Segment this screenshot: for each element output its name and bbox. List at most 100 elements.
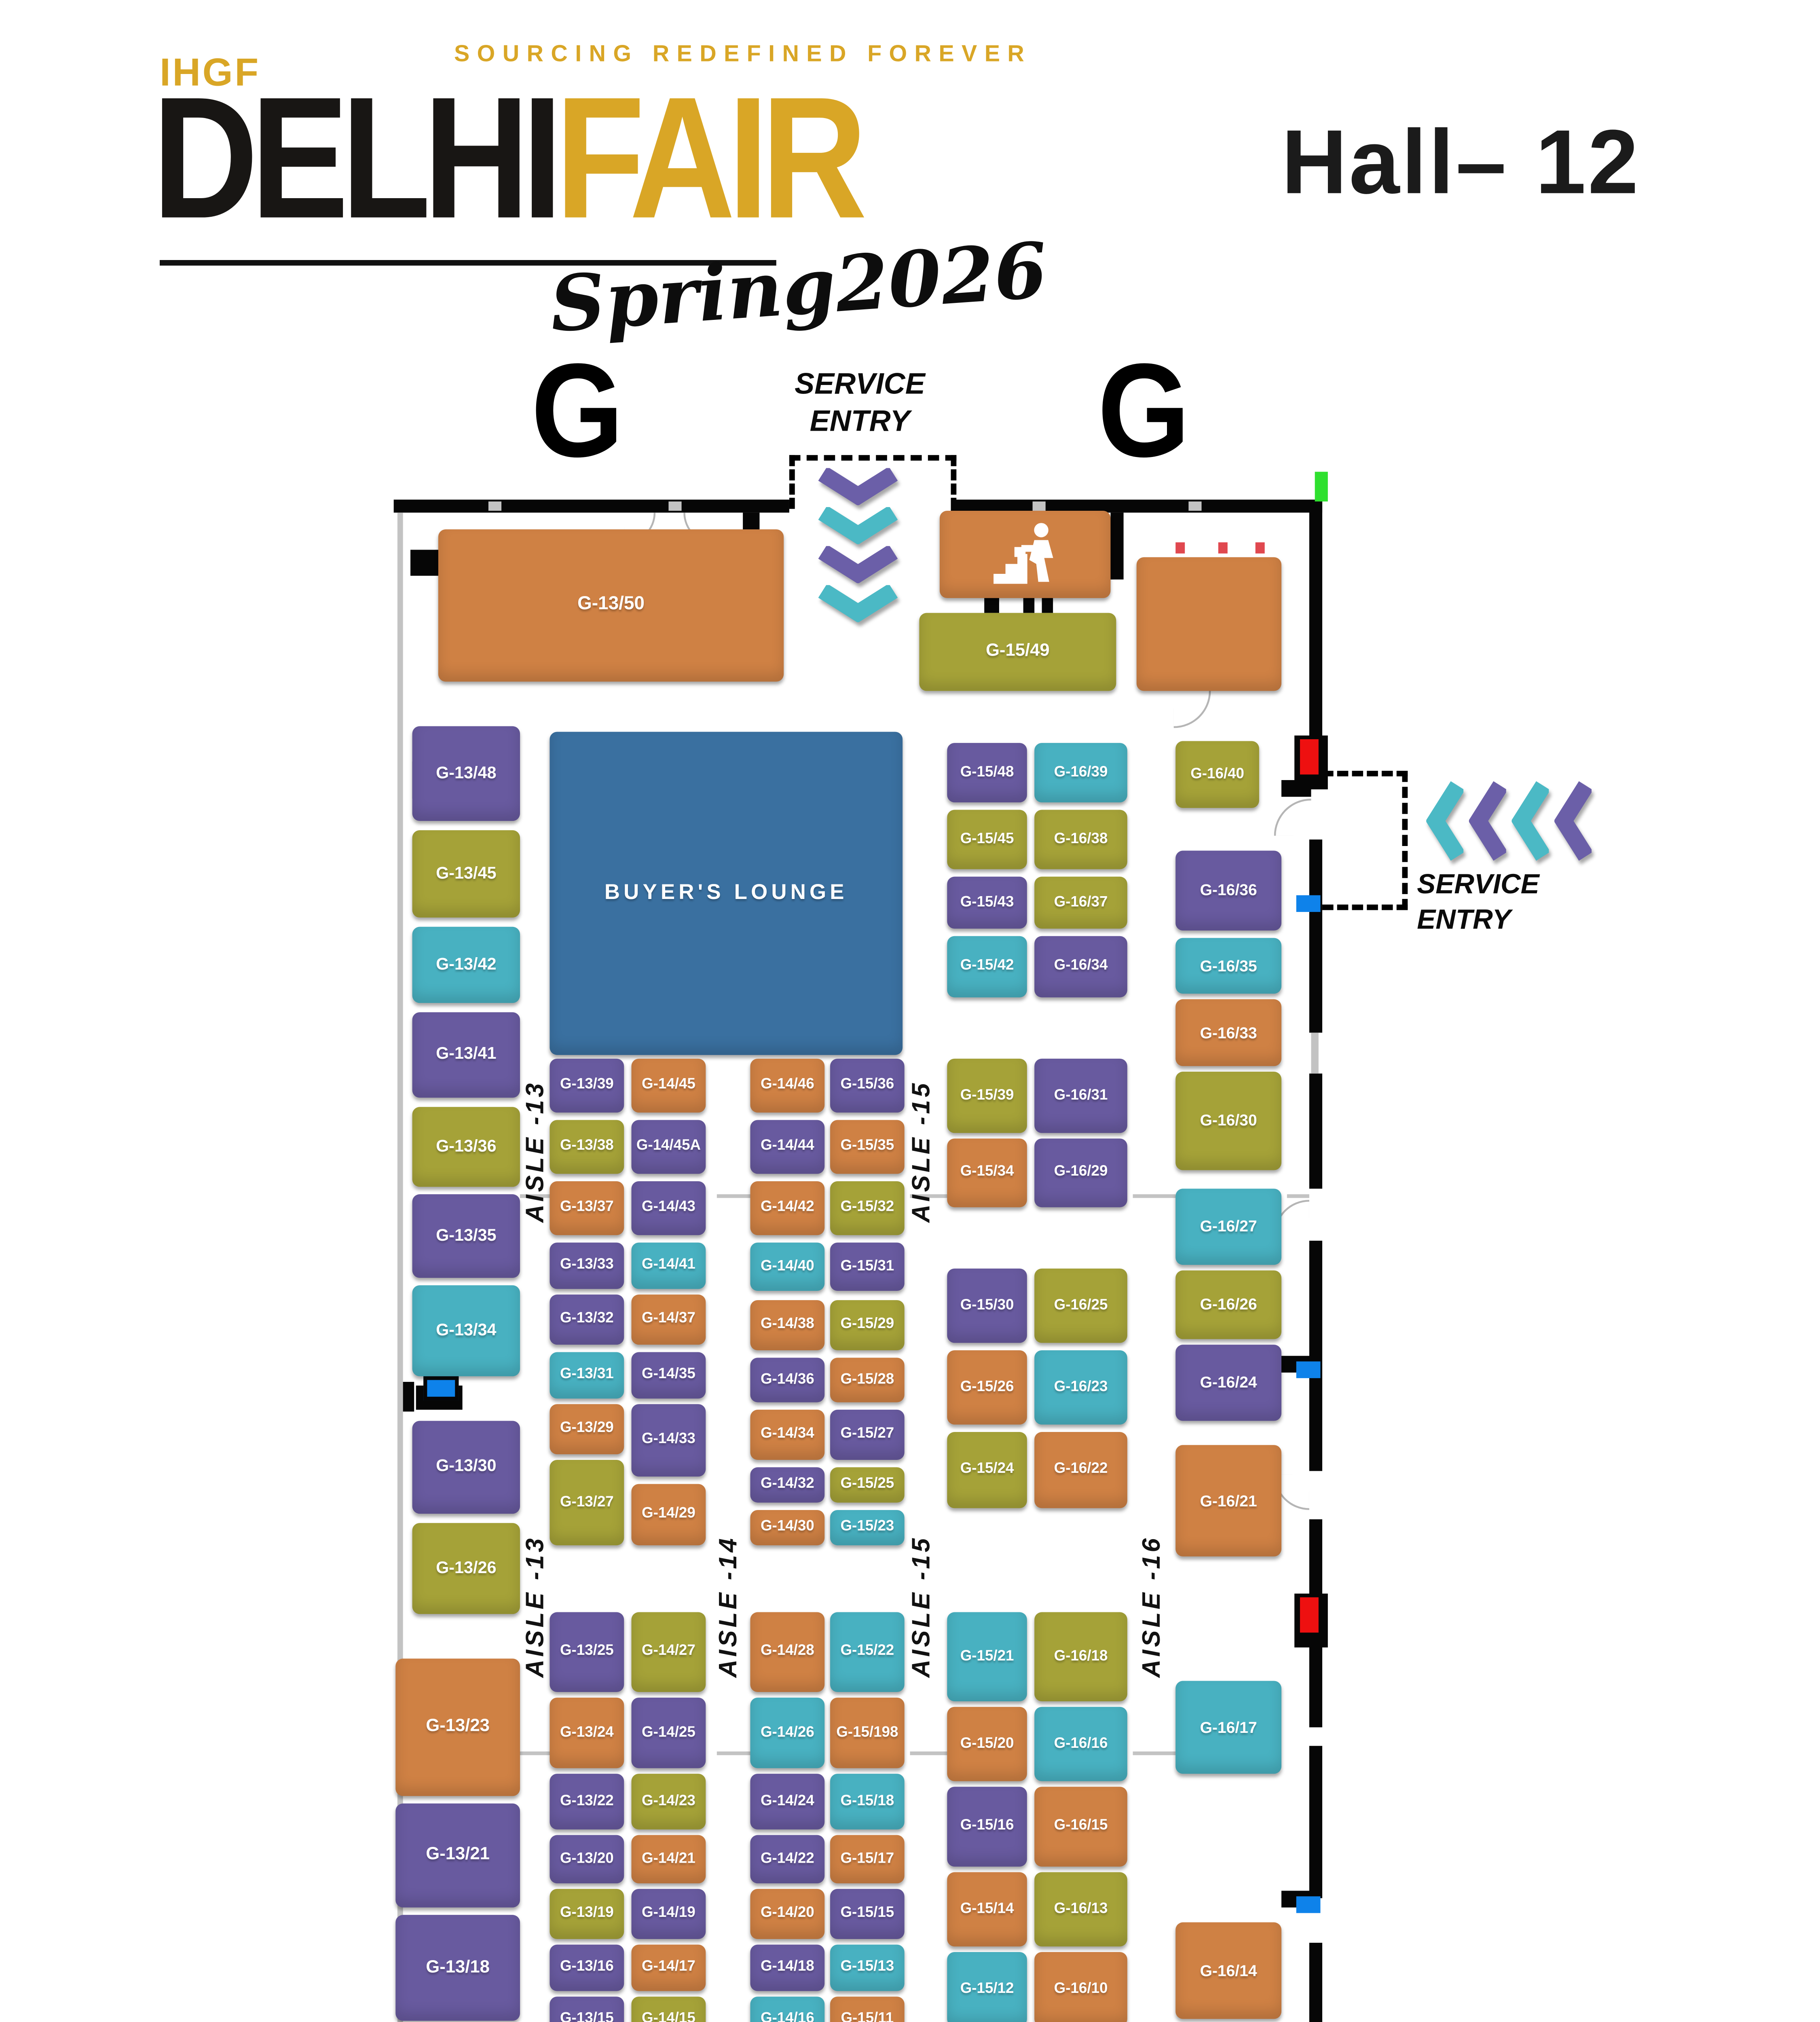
booth[interactable]: G-14/20	[750, 1889, 825, 1939]
booth[interactable]: G-15/13	[830, 1944, 905, 1991]
booth[interactable]: G-16/25	[1034, 1268, 1127, 1343]
booth[interactable]: G-15/21	[947, 1612, 1027, 1702]
booth[interactable]: G-16/15	[1034, 1787, 1127, 1867]
booth[interactable]: G-13/41	[412, 1012, 520, 1098]
booth[interactable]: G-13/16	[550, 1944, 624, 1991]
booth[interactable]: G-15/31	[830, 1242, 905, 1291]
booth[interactable]: G-14/24	[750, 1774, 825, 1830]
booth[interactable]: G-13/30	[412, 1421, 520, 1514]
booth[interactable]: G-13/32	[550, 1294, 624, 1345]
booth[interactable]: G-14/21	[631, 1835, 706, 1884]
booth[interactable]: G-15/12	[947, 1952, 1027, 2022]
booth[interactable]: G-15/26	[947, 1350, 1027, 1425]
booth[interactable]: G-14/23	[631, 1774, 706, 1830]
booth[interactable]: G-16/36	[1175, 850, 1282, 931]
booth[interactable]: G-13/23	[395, 1658, 520, 1796]
booth[interactable]: G-15/39	[947, 1058, 1027, 1133]
booth[interactable]: G-15/18	[830, 1774, 905, 1830]
booth[interactable]: G-16/18	[1034, 1612, 1127, 1702]
booth[interactable]: G-14/42	[750, 1181, 825, 1235]
booth[interactable]: G-15/49	[919, 613, 1116, 691]
booth[interactable]: G-15/17	[830, 1835, 905, 1884]
booth[interactable]	[939, 511, 1111, 598]
booth[interactable]: G-16/38	[1034, 810, 1127, 869]
booth[interactable]: G-14/44	[750, 1120, 825, 1174]
booth[interactable]: G-13/37	[550, 1181, 624, 1235]
booth[interactable]: G-15/20	[947, 1707, 1027, 1781]
booth[interactable]: G-14/30	[750, 1510, 825, 1546]
buyers-lounge[interactable]: BUYER'S LOUNGE	[550, 732, 903, 1055]
booth[interactable]: G-13/45	[412, 830, 520, 918]
booth[interactable]: G-14/18	[750, 1944, 825, 1991]
booth[interactable]: G-16/22	[1034, 1432, 1127, 1508]
booth[interactable]: G-16/34	[1034, 936, 1127, 998]
booth[interactable]: G-14/34	[750, 1409, 825, 1460]
booth[interactable]: G-15/42	[947, 936, 1027, 998]
booth[interactable]: G-13/18	[395, 1915, 520, 2021]
booth[interactable]: G-15/43	[947, 876, 1027, 929]
booth[interactable]: G-14/45	[631, 1058, 706, 1113]
booth[interactable]: G-14/17	[631, 1944, 706, 1991]
booth[interactable]: G-15/22	[830, 1612, 905, 1692]
booth[interactable]: G-16/21	[1175, 1445, 1282, 1557]
booth[interactable]: G-15/28	[830, 1358, 905, 1402]
booth[interactable]: G-16/16	[1034, 1707, 1127, 1781]
booth[interactable]: G-15/198	[830, 1697, 905, 1768]
booth[interactable]: G-14/36	[750, 1358, 825, 1402]
booth[interactable]: G-16/31	[1034, 1058, 1127, 1133]
booth[interactable]: G-15/34	[947, 1138, 1027, 1208]
booth[interactable]: G-16/26	[1175, 1270, 1282, 1339]
booth[interactable]: G-16/14	[1175, 1922, 1282, 2019]
booth[interactable]: G-13/36	[412, 1107, 520, 1187]
booth[interactable]: G-16/40	[1175, 741, 1259, 808]
booth[interactable]: G-14/32	[750, 1467, 825, 1503]
booth[interactable]	[1136, 557, 1282, 691]
booth[interactable]: G-15/45	[947, 810, 1027, 869]
booth[interactable]: G-13/20	[550, 1835, 624, 1884]
booth[interactable]: G-16/27	[1175, 1189, 1282, 1265]
booth[interactable]: G-13/42	[412, 926, 520, 1003]
booth[interactable]: G-16/23	[1034, 1350, 1127, 1425]
booth[interactable]: G-15/23	[830, 1510, 905, 1546]
booth[interactable]: G-16/29	[1034, 1138, 1127, 1208]
booth[interactable]: G-14/25	[631, 1697, 706, 1768]
booth[interactable]: G-15/36	[830, 1058, 905, 1113]
booth[interactable]: G-13/48	[412, 726, 520, 821]
booth[interactable]: G-15/27	[830, 1409, 905, 1460]
booth[interactable]: G-16/30	[1175, 1072, 1282, 1170]
booth[interactable]: G-13/19	[550, 1889, 624, 1939]
booth[interactable]: G-16/24	[1175, 1345, 1282, 1421]
booth[interactable]: G-15/30	[947, 1268, 1027, 1343]
booth[interactable]: G-14/27	[631, 1612, 706, 1692]
booth[interactable]: G-15/24	[947, 1432, 1027, 1508]
booth[interactable]: G-13/25	[550, 1612, 624, 1692]
booth[interactable]: G-14/19	[631, 1889, 706, 1939]
booth[interactable]: G-13/27	[550, 1459, 624, 1546]
booth[interactable]: G-14/29	[631, 1484, 706, 1546]
booth[interactable]: G-13/34	[412, 1285, 520, 1377]
booth[interactable]: G-14/28	[750, 1612, 825, 1692]
booth[interactable]: G-13/22	[550, 1774, 624, 1830]
booth[interactable]: G-14/35	[631, 1352, 706, 1399]
booth[interactable]: G-16/10	[1034, 1952, 1127, 2022]
booth[interactable]: G-15/16	[947, 1787, 1027, 1867]
booth[interactable]: G-14/22	[750, 1835, 825, 1884]
booth[interactable]: G-16/17	[1175, 1681, 1282, 1774]
booth[interactable]: G-15/11	[830, 1997, 905, 2022]
booth[interactable]: G-13/24	[550, 1697, 624, 1768]
booth[interactable]: G-14/37	[631, 1294, 706, 1345]
booth[interactable]: G-13/33	[550, 1242, 624, 1289]
booth[interactable]: G-15/15	[830, 1889, 905, 1939]
booth[interactable]: G-13/29	[550, 1404, 624, 1455]
booth[interactable]: G-14/15	[631, 1997, 706, 2022]
booth[interactable]: G-14/45A	[631, 1120, 706, 1174]
booth[interactable]: G-13/38	[550, 1120, 624, 1174]
booth[interactable]: G-13/39	[550, 1058, 624, 1113]
booth[interactable]: G-14/16	[750, 1997, 825, 2022]
booth[interactable]: G-14/43	[631, 1181, 706, 1235]
booth[interactable]: G-13/31	[550, 1352, 624, 1399]
booth[interactable]: G-16/37	[1034, 876, 1127, 929]
booth[interactable]: G-16/13	[1034, 1872, 1127, 1947]
booth[interactable]: G-16/33	[1175, 999, 1282, 1066]
booth[interactable]: G-15/25	[830, 1467, 905, 1503]
